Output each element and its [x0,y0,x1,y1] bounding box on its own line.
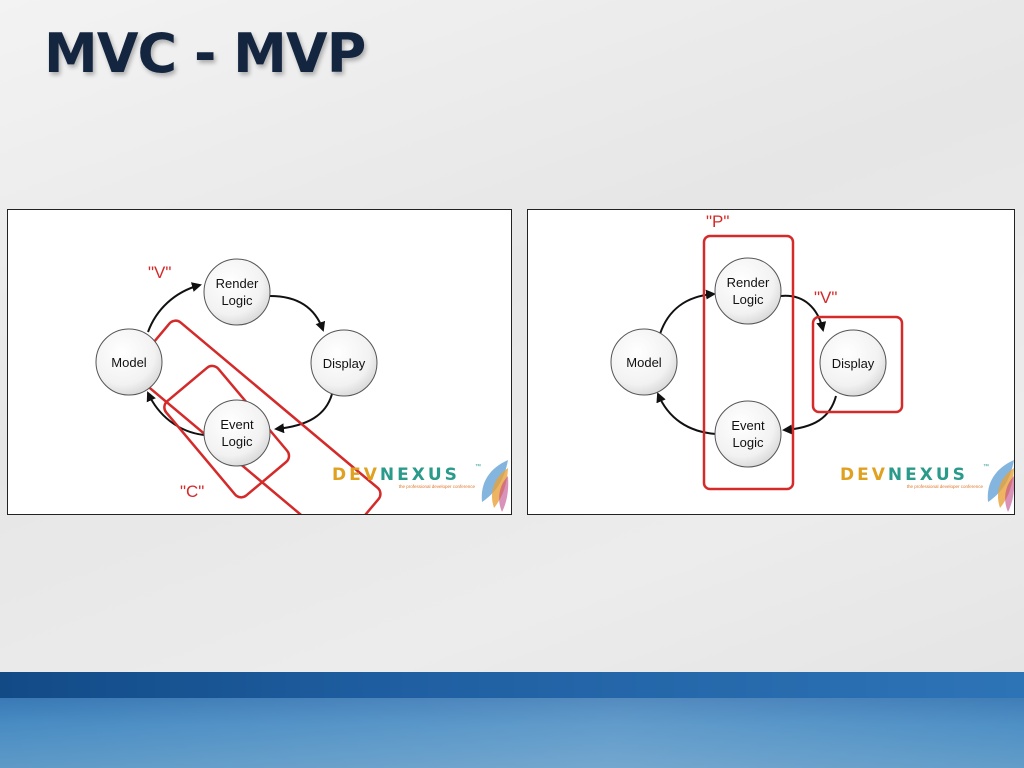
arrow-event-to-model [656,392,717,435]
svg-text:™: ™ [983,463,989,470]
display-node: Display [819,329,887,397]
mvc-diagram: Model Render Logic Display Event Logic "… [95,258,509,514]
display-node: Display [310,329,378,397]
event-logic-node: Event Logic [714,400,782,468]
svg-text:Display: Display [832,356,875,371]
render-logic-node: Render Logic [714,257,782,325]
model-node: Model [95,328,163,396]
devnexus-logo: DEVNEXUS ™ the professional developer co… [332,460,509,512]
view-label: "V" [148,263,171,282]
devnexus-logo: DEVNEXUS ™ the professional developer co… [840,460,1014,512]
arrow-model-to-render [147,282,202,333]
svg-text:Logic: Logic [732,292,764,307]
svg-text:the professional developer con: the professional developer conference [399,484,476,489]
svg-text:Model: Model [626,355,662,370]
svg-text:DEVNEXUS: DEVNEXUS [332,465,460,485]
svg-text:™: ™ [475,463,481,470]
svg-text:Render: Render [727,275,770,290]
controller-label: "C" [180,482,204,501]
slide-title: MVC - MVP [44,22,366,85]
model-node: Model [610,328,678,396]
arrow-display-to-event [274,393,333,434]
presenter-label: "P" [706,212,729,231]
arrow-model-to-render [659,289,716,335]
arrow-render-to-display [269,295,326,332]
svg-text:the professional developer con: the professional developer conference [907,484,984,489]
event-logic-node: Event Logic [203,399,271,467]
svg-text:DEVNEXUS: DEVNEXUS [840,465,968,485]
svg-text:Logic: Logic [221,434,253,449]
svg-text:Model: Model [111,355,147,370]
presenter-highlight-box [702,234,795,491]
mvp-diagram-panel: Model Render Logic Display Event Logic "… [527,209,1015,515]
butterfly-wing-icon [481,460,509,512]
butterfly-wing-icon [987,460,1014,512]
mvp-diagram: Model Render Logic Display Event Logic "… [610,212,1014,512]
svg-text:Event: Event [220,417,254,432]
mvc-diagram-panel: Model Render Logic Display Event Logic "… [7,209,512,515]
footer-band [0,672,1024,768]
view-label: "V" [814,288,837,307]
svg-text:Logic: Logic [732,435,764,450]
arrow-render-to-display [780,294,827,332]
svg-text:Display: Display [323,356,366,371]
render-logic-node: Render Logic [203,258,271,326]
view-highlight-box [811,315,904,414]
svg-text:Logic: Logic [221,293,253,308]
svg-text:Event: Event [731,418,765,433]
svg-text:Render: Render [216,276,259,291]
arrow-event-to-model [146,391,205,436]
